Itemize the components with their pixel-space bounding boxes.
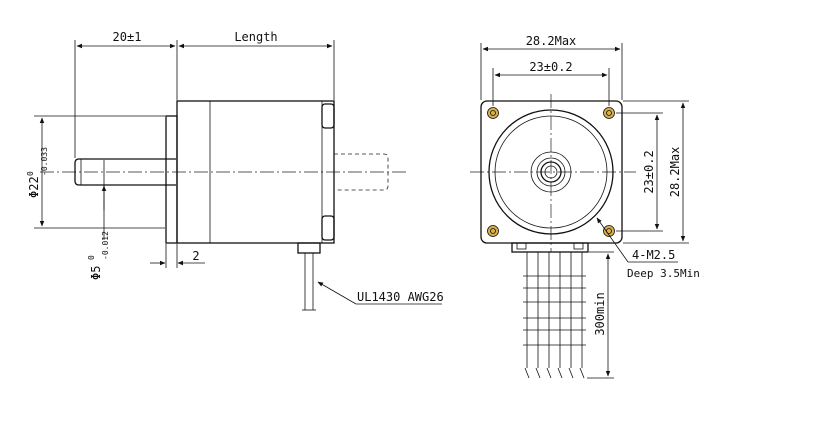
shaft-tolerance-upper: 0	[87, 255, 96, 260]
hole-depth-label: Deep 3.5Min	[627, 267, 700, 280]
lead-connector	[511, 242, 589, 253]
lead-length-label: 300min	[593, 292, 607, 335]
flange-tolerance-lower: -0.033	[40, 147, 49, 176]
mounting-hole-bottom-right	[603, 225, 615, 237]
mounting-hole-top-left	[487, 107, 499, 119]
shaft-tolerance-lower: -0.012	[101, 231, 110, 260]
shaft-center	[544, 165, 558, 179]
bearing-inner-circle	[536, 157, 566, 187]
shaft-diameter-label: Φ5	[89, 266, 103, 280]
wire-tip	[546, 367, 552, 379]
rear-cap-notch-bottom	[321, 215, 335, 241]
mounting-hole-top-right	[603, 107, 615, 119]
shaft-extension-label: 20±1	[113, 30, 142, 44]
mounting-hole	[487, 225, 499, 237]
hole-spacing-horizontal-label: 23±0.2	[529, 60, 572, 74]
hole-center	[490, 228, 496, 234]
flange-diameter-annotation: Φ22 0 -0.033	[26, 147, 49, 198]
connector-tab	[516, 242, 527, 250]
mounting-hole-leader	[596, 217, 629, 263]
flange-boss	[165, 115, 178, 244]
shaft-circle	[540, 161, 562, 183]
wire-tip	[557, 367, 563, 379]
wire-tip	[524, 367, 530, 379]
wire-tip	[535, 367, 541, 379]
lead-outlet	[297, 242, 321, 254]
front-shaft	[74, 158, 176, 186]
hole-center	[490, 110, 496, 116]
bearing-outer-circle	[530, 151, 572, 193]
mounting-hole-bottom-left	[487, 225, 499, 237]
overall-height-label: 28.2Max	[668, 147, 682, 198]
rear-cap-notch-top	[321, 103, 335, 129]
mounting-hole	[603, 107, 615, 119]
rear-shaft	[334, 153, 389, 191]
mounting-hole	[487, 107, 499, 119]
flange-diameter-label: Φ22	[27, 176, 41, 198]
front-view: 28.2Max 23±0.2 23±0.2 28.2Max 4-M2.5 Dee…	[470, 34, 700, 379]
overall-width-label: 28.2Max	[526, 34, 577, 48]
motor-body	[176, 100, 335, 244]
shaft-diameter-annotation: Φ5 0 -0.012	[87, 231, 110, 280]
hole-spacing-vertical-label: 23±0.2	[642, 150, 656, 193]
flange-tolerance-upper: 0	[26, 171, 35, 176]
wire-tip	[579, 367, 585, 379]
body-length-label: Length	[234, 30, 277, 44]
mounting-holes-label: 4-M2.5	[632, 248, 675, 262]
flange-inner-ring	[494, 115, 608, 229]
hole-center	[606, 110, 612, 116]
wire-tip	[568, 367, 574, 379]
lead-wires	[523, 252, 586, 379]
flange-thickness-label: 2	[192, 249, 199, 263]
flange-outer-circle	[488, 109, 614, 235]
connector-tab	[573, 242, 584, 250]
mounting-hole	[603, 225, 615, 237]
side-view: 20±1 Length Φ22 0 -0.033 Φ5 0 -0.012 2	[26, 30, 444, 311]
lead-wire-leader	[317, 281, 357, 305]
lead-wire-spec-label: UL1430 AWG26	[357, 290, 444, 304]
